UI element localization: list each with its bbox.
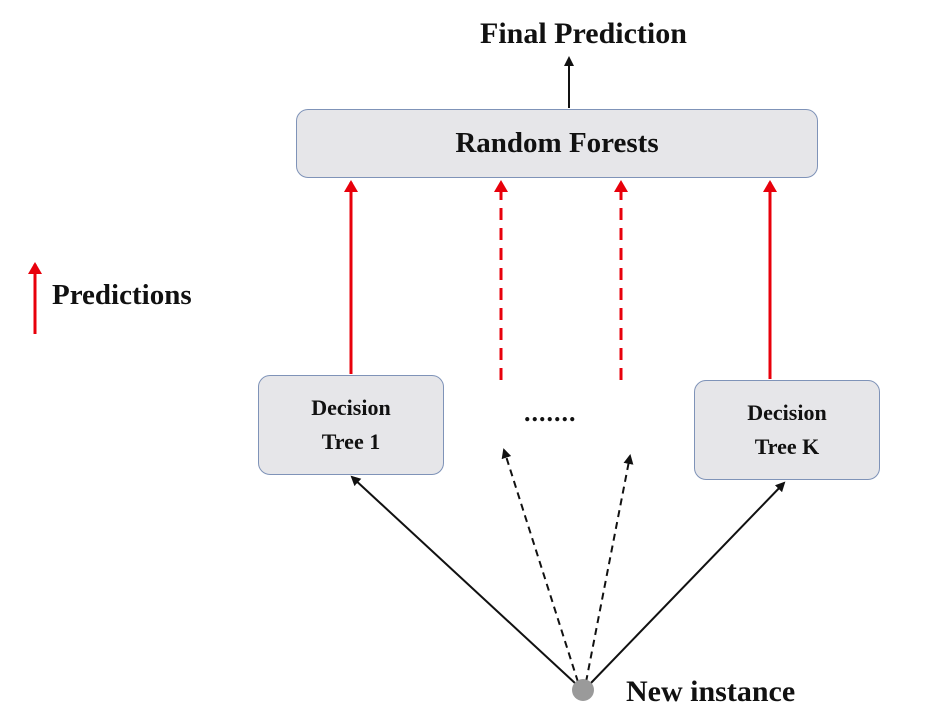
ellipsis-label: ....... [524, 398, 577, 427]
tree-1-line1: Decision [311, 395, 391, 420]
instance-node [572, 679, 594, 701]
new-instance-label: New instance [626, 675, 796, 708]
random-forests-box: Random Forests [296, 109, 818, 178]
decision-tree-k-box: Decision Tree K [694, 380, 880, 480]
tree-1-line2: Tree 1 [321, 429, 381, 454]
input-arrow-dashed-1 [501, 448, 579, 683]
tree-k-line2: Tree K [754, 434, 820, 459]
input-arrow-dashed-2 [585, 454, 634, 683]
tree-k-line1: Decision [747, 400, 827, 425]
final-prediction-label: Final Prediction [480, 17, 687, 50]
random-forests-label: Random Forests [455, 127, 659, 159]
input-arrow-treek [589, 481, 786, 685]
decision-tree-1-box: Decision Tree 1 [258, 375, 444, 475]
input-arrow-tree1 [350, 475, 577, 685]
legend-label: Predictions [52, 279, 192, 311]
